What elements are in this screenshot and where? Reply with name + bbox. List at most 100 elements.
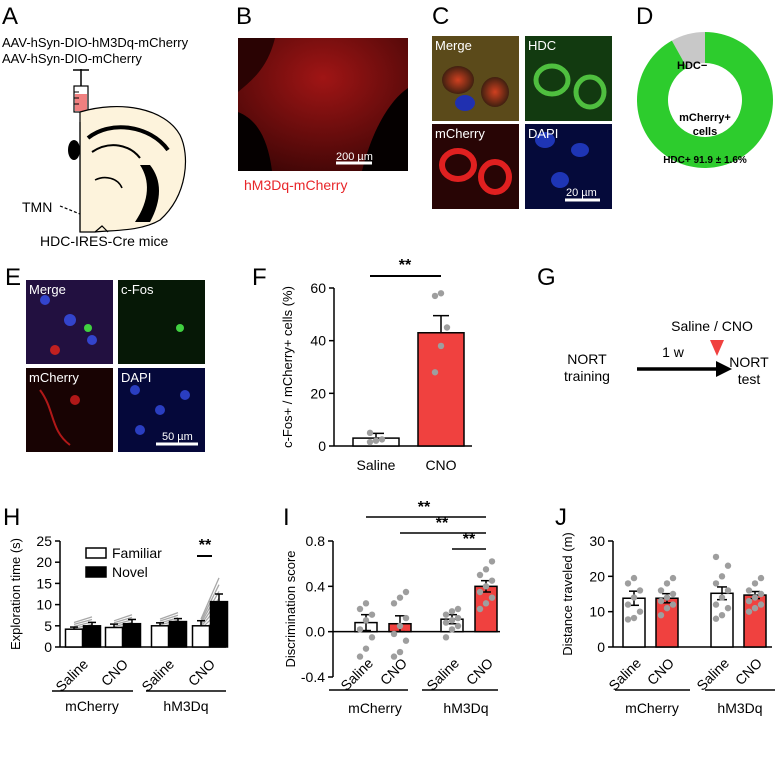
data-point bbox=[362, 600, 370, 607]
data-point bbox=[636, 587, 644, 594]
sig-i-1: ** bbox=[418, 499, 431, 516]
data-point bbox=[724, 604, 732, 612]
data-point bbox=[390, 600, 398, 607]
data-point bbox=[454, 605, 462, 613]
bar bbox=[209, 600, 229, 648]
data-point bbox=[482, 600, 490, 607]
data-point bbox=[663, 594, 671, 601]
panel-d: D mCherry+ cells HDC− HDC+ 91.9 ± 1.6% bbox=[636, 3, 773, 168]
y-tick-label: 10 bbox=[36, 597, 52, 613]
data-point bbox=[442, 619, 450, 626]
data-point bbox=[482, 566, 490, 573]
y-axis-title: Exploration time (s) bbox=[8, 538, 23, 650]
data-point bbox=[488, 558, 496, 565]
x-tick-label: Saline bbox=[138, 656, 177, 695]
paired-line bbox=[200, 577, 220, 620]
training-label-1: NORT bbox=[567, 351, 607, 367]
training-label-2: training bbox=[564, 368, 610, 384]
data-point bbox=[751, 580, 759, 587]
data-point bbox=[718, 573, 726, 580]
data-point bbox=[378, 436, 386, 443]
y-tick-label: 0 bbox=[597, 639, 605, 655]
y-tick-label: -0.4 bbox=[301, 669, 325, 685]
panel-letter-i: I bbox=[283, 504, 290, 531]
legend-label-familiar: Familiar bbox=[112, 545, 162, 561]
donut-slice-HDC− bbox=[671, 32, 705, 68]
data-point bbox=[757, 590, 765, 598]
bar bbox=[64, 628, 84, 648]
data-point bbox=[724, 562, 732, 569]
data-point bbox=[657, 597, 665, 605]
data-point bbox=[366, 429, 374, 437]
data-point bbox=[431, 292, 439, 300]
x-tick-label: CNO bbox=[644, 655, 677, 688]
y-axis-title: Distance traveled (m) bbox=[560, 532, 575, 656]
donut-slice-HDC+ bbox=[636, 32, 773, 168]
data-point bbox=[402, 637, 410, 644]
data-point bbox=[712, 553, 720, 561]
panel-c: C Merge HDC mCherry DAPI 20 µm bbox=[432, 3, 612, 209]
donut-neg-label: HDC− bbox=[677, 60, 707, 72]
x-tick-label: Saline bbox=[693, 655, 732, 694]
tmn-label: TMN bbox=[22, 199, 52, 215]
legend-swatch-novel bbox=[85, 566, 107, 578]
data-point bbox=[630, 594, 638, 601]
panel-b: B 200 µm hM3Dq-mCherry bbox=[236, 3, 408, 193]
data-point bbox=[745, 608, 753, 615]
legend-label-novel: Novel bbox=[112, 564, 148, 580]
data-point bbox=[356, 626, 364, 633]
y-axis-title: Discrimination score bbox=[283, 550, 298, 667]
y-tick-label: 10 bbox=[589, 604, 605, 620]
data-point bbox=[663, 604, 671, 612]
label-hdc-c: HDC bbox=[528, 38, 556, 53]
bar bbox=[122, 622, 142, 648]
bar bbox=[82, 625, 102, 648]
sig-i-2: ** bbox=[436, 515, 449, 532]
scale-label-c: 20 µm bbox=[566, 187, 597, 199]
panel-letter-d: D bbox=[636, 3, 653, 30]
injection-marker-icon bbox=[710, 340, 724, 356]
x-tick-label: Saline bbox=[337, 655, 376, 694]
brain-section-diagram bbox=[68, 106, 186, 233]
x-tick-label: Saline bbox=[52, 656, 91, 695]
data-point bbox=[488, 577, 496, 584]
data-point bbox=[362, 617, 370, 624]
data-point bbox=[476, 605, 484, 613]
y-tick-label: 20 bbox=[589, 568, 605, 584]
data-point bbox=[442, 611, 450, 618]
y-tick-label: 5 bbox=[44, 618, 52, 634]
sig-f: ** bbox=[399, 257, 412, 274]
data-point bbox=[663, 580, 671, 587]
test-label-1: NORT bbox=[729, 354, 769, 370]
data-point bbox=[402, 614, 410, 622]
image-cfos-e bbox=[118, 280, 205, 364]
y-axis-title: c-Fos+ / mCherry+ cells (%) bbox=[280, 286, 295, 448]
donut-center-line-1: mCherry+ bbox=[679, 112, 731, 124]
x-tick-label: Saline bbox=[357, 457, 396, 473]
x-tick-label: CNO bbox=[425, 457, 456, 473]
data-point bbox=[757, 574, 765, 582]
panel-letter-j: J bbox=[555, 504, 567, 531]
paired-line bbox=[159, 612, 179, 620]
data-point bbox=[669, 574, 677, 582]
data-point bbox=[745, 597, 753, 605]
data-point bbox=[402, 588, 410, 596]
panel-a: A AAV-hSyn-DIO-hM3Dq-mCherry AAV-hSyn-DI… bbox=[2, 3, 189, 249]
panel-letter-a: A bbox=[2, 3, 18, 30]
data-point bbox=[396, 622, 404, 630]
y-tick-label: 30 bbox=[589, 533, 605, 549]
x-tick-label: CNO bbox=[377, 655, 410, 688]
y-tick-label: 60 bbox=[310, 280, 326, 296]
data-point bbox=[372, 437, 380, 444]
x-tick-label: CNO bbox=[185, 656, 218, 689]
data-point bbox=[712, 615, 720, 622]
data-point bbox=[366, 438, 374, 446]
data-point bbox=[448, 617, 456, 624]
